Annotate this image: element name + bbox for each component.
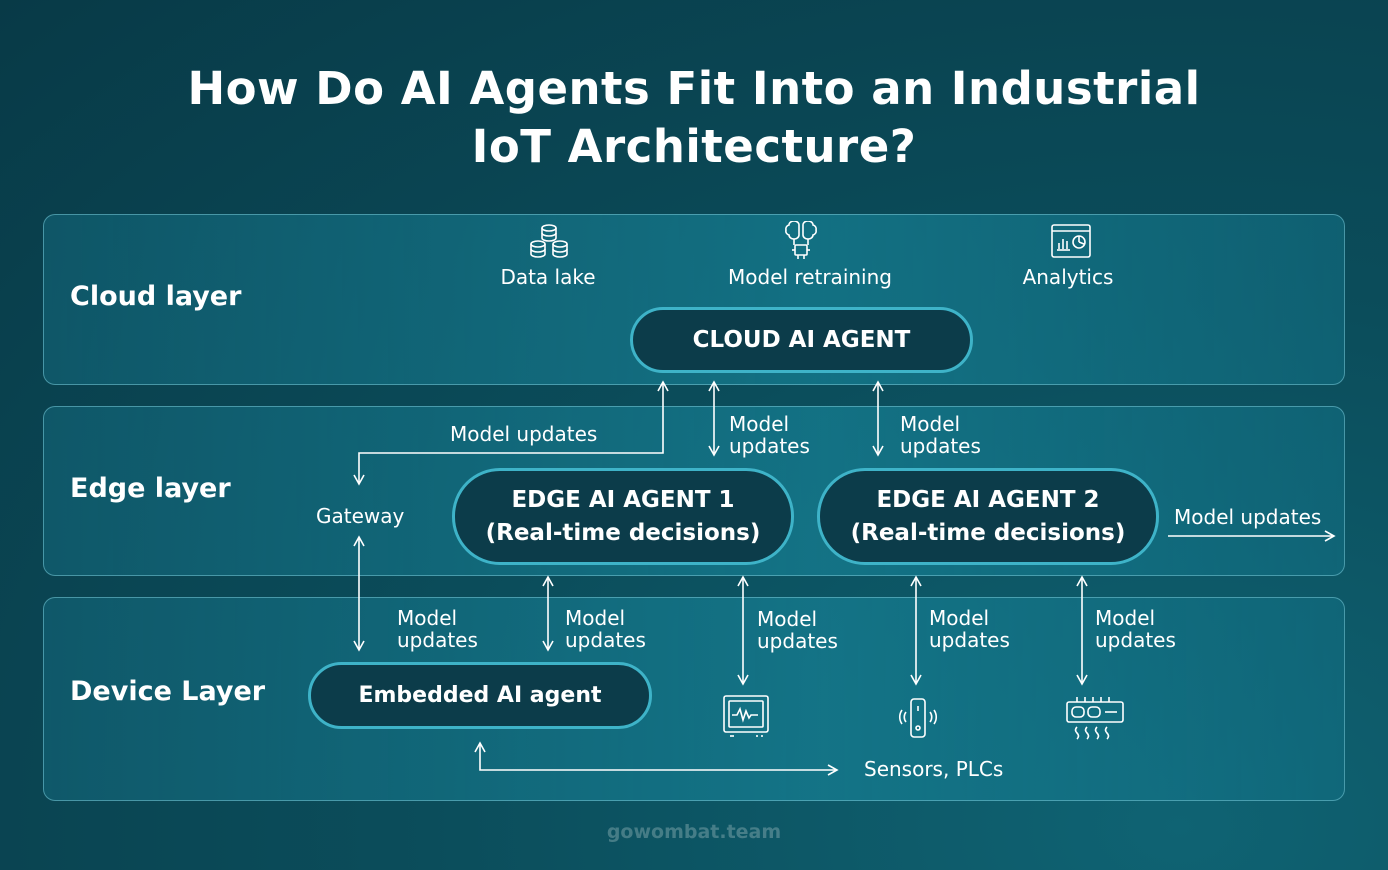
- title-line-2: IoT Architecture?: [471, 120, 917, 173]
- gateway-label: Gateway: [316, 504, 405, 528]
- model-updates-label: Model updates: [757, 608, 838, 652]
- model-text: Model: [565, 606, 626, 630]
- model-text: Model: [929, 606, 990, 630]
- footer-brand: gowombat.team: [606, 821, 782, 843]
- edge-ai-agent-2-node: EDGE AI AGENT 2 (Real-time decisions): [817, 468, 1159, 565]
- cloud-layer-title: Cloud layer: [70, 281, 242, 312]
- model-text: Model: [729, 412, 790, 436]
- data-lake-label: Data lake: [500, 265, 596, 289]
- brain-chip-icon: [785, 221, 817, 259]
- model-updates-label: Model updates: [1095, 607, 1176, 651]
- database-icon: [530, 224, 568, 258]
- edge-agent-2-subtitle: (Real-time decisions): [850, 519, 1126, 546]
- updates-text: updates: [729, 434, 810, 458]
- model-text: Model: [397, 606, 458, 630]
- cloud-to-gateway-arrow: [353, 380, 669, 486]
- edge-layer-title: Edge layer: [70, 473, 231, 504]
- sensors-plcs-label: Sensors, PLCs: [864, 757, 1004, 781]
- page-title: How Do AI Agents Fit Into an Industrial …: [0, 60, 1388, 176]
- model-updates-label: Model updates: [565, 607, 646, 651]
- monitor-waveform-icon: [723, 695, 769, 737]
- outbound-model-updates-label: Model updates: [1174, 505, 1322, 529]
- updates-text: updates: [565, 628, 646, 652]
- model-retraining-label: Model retraining: [728, 265, 892, 289]
- cloud-ai-agent-label: CLOUD AI AGENT: [692, 327, 911, 353]
- model-updates-label: Model updates: [729, 413, 810, 457]
- sensor-icon: [898, 698, 938, 738]
- embedded-sensors-arrow: [474, 741, 839, 776]
- device-layer-title: Device Layer: [70, 676, 266, 707]
- analytics-dashboard-icon: [1051, 224, 1091, 258]
- plc-controller-icon: [1066, 697, 1124, 740]
- updates-text: updates: [929, 628, 1010, 652]
- updates-text: updates: [397, 628, 478, 652]
- model-updates-label: Model updates: [929, 607, 1010, 651]
- title-line-1: How Do AI Agents Fit Into an Industrial: [187, 62, 1201, 115]
- cloud-ai-agent-node: CLOUD AI AGENT: [630, 307, 973, 373]
- model-text: Model: [900, 412, 961, 436]
- embedded-ai-agent-node: Embedded AI agent: [308, 662, 652, 729]
- updates-text: updates: [1095, 628, 1176, 652]
- embedded-ai-agent-label: Embedded AI agent: [358, 683, 602, 708]
- model-text: Model: [1095, 606, 1156, 630]
- edge-agent-1-subtitle: (Real-time decisions): [485, 519, 761, 546]
- model-updates-label: Model updates: [900, 413, 981, 457]
- edge-agent-2-title: EDGE AI AGENT 2: [876, 486, 1100, 513]
- model-text: Model: [757, 607, 818, 631]
- model-updates-label: Model updates: [397, 607, 478, 651]
- updates-text: updates: [757, 629, 838, 653]
- updates-text: updates: [900, 434, 981, 458]
- edge-agent-1-title: EDGE AI AGENT 1: [511, 486, 735, 513]
- analytics-label: Analytics: [1022, 265, 1114, 289]
